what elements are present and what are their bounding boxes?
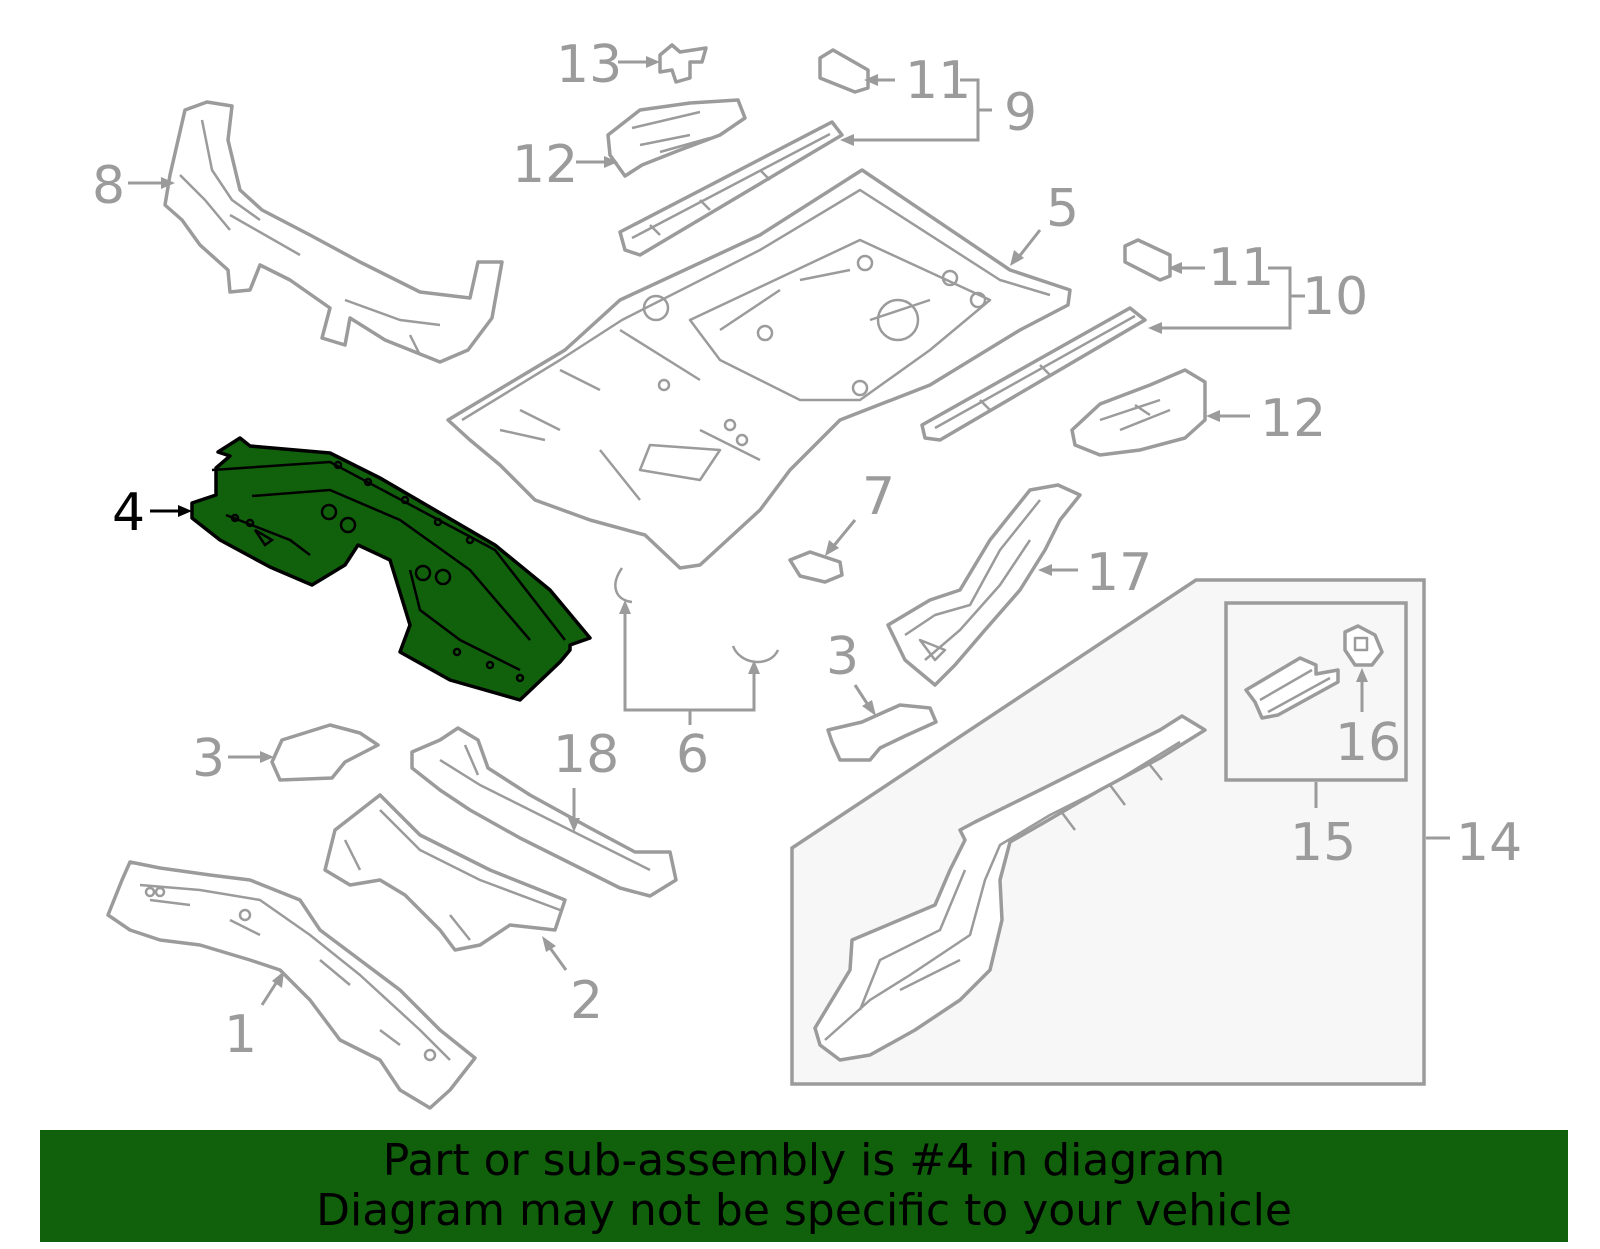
part-1 (106, 860, 477, 1110)
callout-7: 7 (862, 467, 895, 527)
callout-8: 8 (92, 156, 125, 216)
callout-10: 10 (1302, 267, 1368, 327)
part-3-left (270, 723, 380, 782)
part-5 (446, 168, 1072, 570)
callout-12-lower: 12 (1260, 389, 1326, 449)
part-12-lower (1070, 368, 1207, 457)
callout-3-right: 3 (826, 627, 859, 687)
callout-5: 5 (1046, 179, 1079, 239)
callout-4: 4 (112, 483, 145, 543)
part-2 (323, 793, 567, 952)
part-8 (163, 100, 504, 364)
info-banner: Part or sub-assembly is #4 in diagram Di… (40, 1130, 1568, 1242)
callout-1: 1 (224, 1005, 257, 1065)
part-14 (813, 714, 1207, 1062)
callout-15: 15 (1290, 813, 1356, 873)
part-13 (658, 43, 708, 84)
part-11-upper (818, 48, 870, 94)
banner-line-2: Diagram may not be specific to your vehi… (316, 1185, 1292, 1236)
callout-11-lower: 11 (1208, 238, 1274, 298)
callout-2: 2 (570, 971, 603, 1031)
part-3-right (826, 703, 938, 762)
part-4-highlighted (190, 436, 592, 702)
callout-17: 17 (1086, 543, 1152, 603)
banner-line-1: Part or sub-assembly is #4 in diagram (382, 1135, 1226, 1186)
part-10 (920, 306, 1147, 442)
leader-lines (128, 56, 1450, 1006)
part-9 (618, 120, 844, 257)
callout-12-upper: 12 (512, 135, 578, 195)
callout-14: 14 (1456, 813, 1522, 873)
callout-16: 16 (1335, 713, 1401, 773)
callout-labels: 13 11 9 12 8 5 11 10 12 4 7 17 3 3 18 6 … (92, 35, 1522, 1065)
part-7 (788, 550, 844, 584)
part-15 (1244, 656, 1340, 720)
part-16 (1343, 624, 1384, 667)
callout-6: 6 (676, 725, 709, 785)
part-18 (410, 726, 678, 898)
callout-9: 9 (1004, 83, 1037, 143)
part-11-lower (1123, 238, 1172, 282)
part-12-upper (606, 98, 747, 178)
callout-3-left: 3 (192, 729, 225, 789)
callout-18: 18 (553, 725, 619, 785)
part-17 (886, 483, 1082, 687)
part-6 (614, 567, 780, 664)
callout-13: 13 (556, 35, 622, 95)
callout-11-upper: 11 (905, 51, 971, 111)
